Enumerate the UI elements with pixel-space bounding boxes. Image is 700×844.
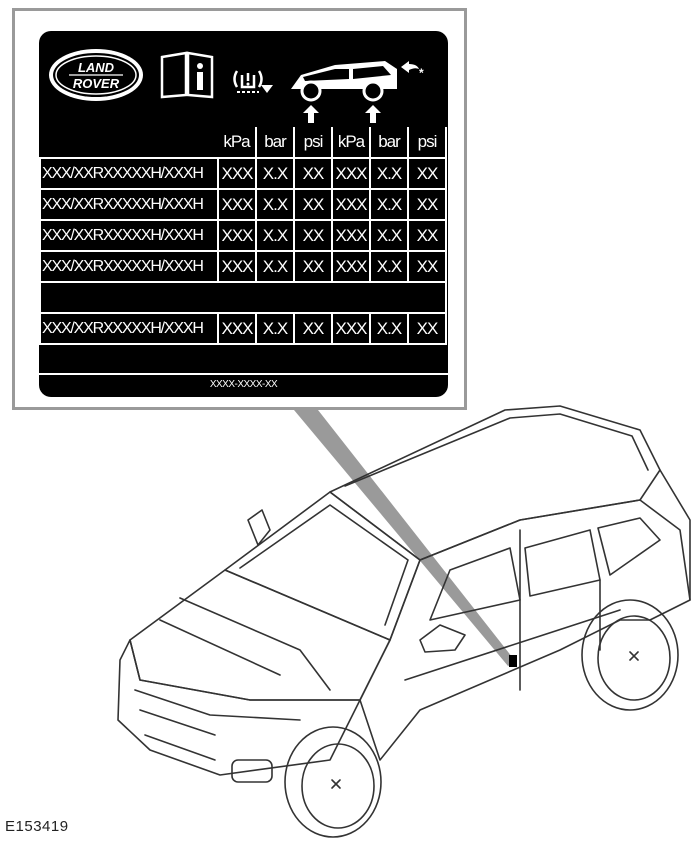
land-rover-logo: LAND ROVER: [49, 49, 143, 101]
value-cell: XX: [293, 250, 333, 283]
value-cell: X.X: [255, 188, 295, 221]
brand-line1: LAND: [78, 60, 115, 75]
tpms-warning-icon: [233, 70, 273, 93]
table-row: XXX/XXRXXXXXH/XXXH XXX X.X XX XXX X.X XX: [39, 157, 447, 190]
brand-line2: ROVER: [73, 76, 120, 91]
figure-id: E153419: [5, 818, 69, 835]
table-header-row: kPa bar psi kPa bar psi: [40, 127, 447, 159]
value-cell: XXX: [217, 157, 257, 190]
table-separator: [39, 281, 447, 314]
unit-header: kPa: [218, 127, 257, 159]
unit-header: bar: [256, 127, 295, 159]
value-cell: XXX: [217, 250, 257, 283]
value-cell: XXX: [331, 188, 371, 221]
unit-header: kPa: [332, 127, 371, 159]
value-cell: X.X: [369, 312, 409, 345]
unit-header: bar: [370, 127, 409, 159]
value-cell: X.X: [255, 219, 295, 252]
table-row: XXX/XXRXXXXXH/XXXH XXX X.X XX XXX X.X XX: [39, 312, 447, 345]
value-cell: XX: [407, 157, 447, 190]
table-row: XXX/XXRXXXXXH/XXXH XXX X.X XX XXX X.X XX: [39, 219, 447, 252]
value-cell: XXX: [331, 312, 371, 345]
value-cell: X.X: [369, 157, 409, 190]
value-cell: X.X: [369, 219, 409, 252]
value-cell: XX: [407, 188, 447, 221]
value-cell: XXX: [217, 219, 257, 252]
value-cell: X.X: [255, 250, 295, 283]
tire-pressure-label: LAND ROVER: [39, 31, 448, 397]
value-cell: XXX: [331, 250, 371, 283]
value-cell: X.X: [255, 157, 295, 190]
header-empty-cell: [40, 127, 218, 159]
tire-size-cell: XXX/XXRXXXXXH/XXXH: [39, 250, 219, 283]
value-cell: XX: [407, 312, 447, 345]
value-cell: XXX: [217, 188, 257, 221]
separator-cell: [39, 281, 447, 314]
unit-header: psi: [294, 127, 333, 159]
arrow-up-icon: [365, 105, 381, 123]
value-cell: X.X: [369, 250, 409, 283]
arrow-up-icon: [303, 105, 319, 123]
tire-size-cell: XXX/XXRXXXXXH/XXXH: [39, 219, 219, 252]
value-cell: XX: [293, 219, 333, 252]
owners-manual-info-icon: [160, 51, 214, 99]
value-cell: XX: [293, 312, 333, 345]
tire-size-cell: XXX/XXRXXXXXH/XXXH: [39, 188, 219, 221]
value-cell: XX: [407, 250, 447, 283]
label-part-number: XXXX-XXXX-XX: [39, 373, 448, 397]
label-location-marker: [509, 655, 517, 667]
car-load-icon: *: [291, 61, 424, 123]
value-cell: X.X: [369, 188, 409, 221]
value-cell: X.X: [255, 312, 295, 345]
table-row: XXX/XXRXXXXXH/XXXH XXX X.X XX XXX X.X XX: [39, 250, 447, 283]
value-cell: XX: [407, 219, 447, 252]
pressure-table: kPa bar psi kPa bar psi XXX/XXRXXXXXH/XX…: [39, 127, 447, 345]
asterisk: *: [419, 66, 424, 80]
tire-pressure-label-callout: LAND ROVER: [12, 8, 467, 410]
value-cell: XXX: [331, 219, 371, 252]
unit-header: psi: [408, 127, 447, 159]
value-cell: XX: [293, 188, 333, 221]
table-row: XXX/XXRXXXXXH/XXXH XXX X.X XX XXX X.X XX: [39, 188, 447, 221]
value-cell: XXX: [217, 312, 257, 345]
tire-size-cell: XXX/XXRXXXXXH/XXXH: [39, 312, 219, 345]
value-cell: XXX: [331, 157, 371, 190]
tire-size-cell: XXX/XXRXXXXXH/XXXH: [39, 157, 219, 190]
leader-pointer: [294, 410, 516, 666]
value-cell: XX: [293, 157, 333, 190]
